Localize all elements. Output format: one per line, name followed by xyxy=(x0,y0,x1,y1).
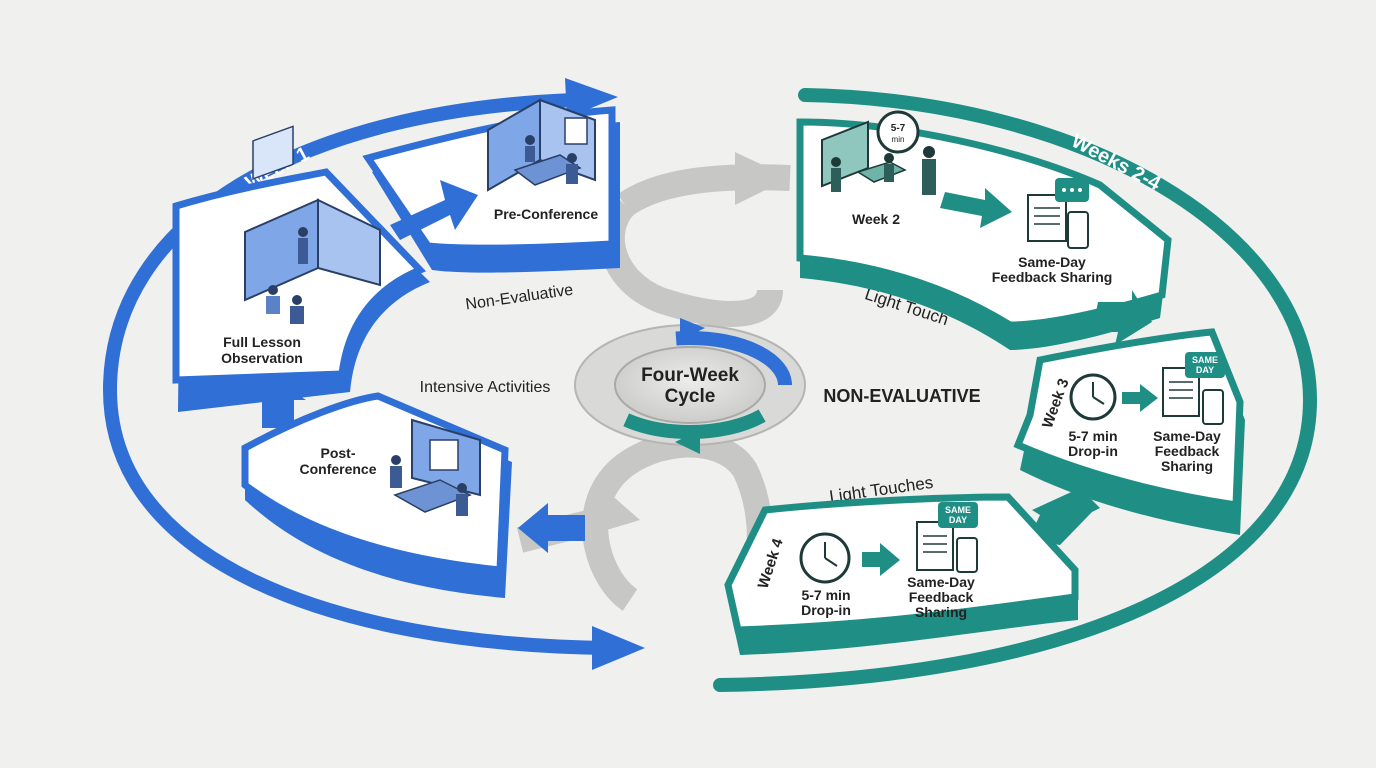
gray-arrowhead-bottom xyxy=(590,485,640,535)
intensive-activities-label: Intensive Activities xyxy=(420,379,551,396)
week3-dropin-line1: 5-7 min xyxy=(1068,428,1117,444)
post-conference-label-line2: Conference xyxy=(299,461,376,477)
week4-feedback-line1: Same-Day xyxy=(907,574,975,590)
week4-phone-icon xyxy=(956,537,978,573)
ring-arrowhead-top xyxy=(565,78,618,118)
post-conference-label-line1: Post- xyxy=(321,445,356,461)
arrow-to-full-lesson xyxy=(250,382,306,428)
week3-phone-icon xyxy=(1202,389,1224,425)
panel-week4: Week 4 SAME DAY 5-7 min Drop-in Same-Day… xyxy=(724,493,1079,655)
week2-clock-icon xyxy=(876,110,920,154)
week2-feedback-line1: Same-Day xyxy=(1018,254,1086,270)
week4-dropin-line2: Drop-in xyxy=(801,602,851,618)
center-cycle: Four-Week Cycle xyxy=(574,318,806,454)
ring-arrowhead-bottom xyxy=(592,626,645,670)
arrow-to-post-conference xyxy=(518,503,585,553)
week3-feedback-line1: Same-Day xyxy=(1153,428,1221,444)
week4-feedback-line3: Sharing xyxy=(915,604,967,620)
week4-arrow-icon xyxy=(862,543,900,576)
week2-title: Week 2 xyxy=(852,211,900,227)
week4-badge-line1: SAME xyxy=(945,505,971,515)
week2-clock-line1: 5-7 xyxy=(891,123,906,134)
panel-post-conference: Post- Conference xyxy=(241,392,512,598)
week2-clock-line2: min xyxy=(892,135,905,144)
arrow-week2-to-week3 xyxy=(1092,290,1152,345)
week4-dropin-line1: 5-7 min xyxy=(801,587,850,603)
center-title-line2: Cycle xyxy=(665,386,716,407)
weeks24-outer-ring xyxy=(713,88,1318,692)
panel-week2: 5-7 min Week 2 Same-Day Feedback Sharing xyxy=(796,110,1172,350)
full-lesson-label-line1: Full Lesson xyxy=(223,334,301,350)
week1-outer-ring xyxy=(102,78,645,670)
week3-dropin-line2: Drop-in xyxy=(1068,443,1118,459)
arrow-to-pre-conference xyxy=(390,180,478,240)
pre-conference-label: Pre-Conference xyxy=(494,206,598,222)
week3-arrow-icon xyxy=(1122,384,1158,412)
non-evaluative-label-small: Non-Evaluative xyxy=(464,282,574,314)
panel-week3: Week 3 SAME DAY 5-7 min Drop-in Same-Day… xyxy=(1013,328,1245,535)
week3-same-day-badge xyxy=(1185,352,1225,378)
week2-document-icon xyxy=(1027,194,1067,242)
week3-feedback-line2: Feedback xyxy=(1155,443,1220,459)
week3-badge-line2: DAY xyxy=(1196,365,1214,375)
week4-badge-line2: DAY xyxy=(949,515,967,525)
week2-arrow-icon xyxy=(940,188,1012,228)
center-title-line1: Four-Week xyxy=(641,365,739,386)
week4-feedback-line2: Feedback xyxy=(909,589,974,605)
week2-phone-icon xyxy=(1067,211,1089,249)
week4-document-icon xyxy=(916,521,954,571)
panel-full-lesson-observation: Full Lesson Observation xyxy=(172,125,430,412)
week4-same-day-badge xyxy=(938,502,978,528)
week3-badge-line1: SAME xyxy=(1192,355,1218,365)
arrow-week3-to-week4 xyxy=(1028,488,1100,545)
full-lesson-label-line2: Observation xyxy=(221,350,303,366)
week2-feedback-line2: Feedback Sharing xyxy=(992,269,1113,285)
gray-arrowhead-top xyxy=(735,152,790,205)
week3-feedback-line3: Sharing xyxy=(1161,458,1213,474)
non-evaluative-label-big: NON-EVALUATIVE xyxy=(823,386,980,406)
